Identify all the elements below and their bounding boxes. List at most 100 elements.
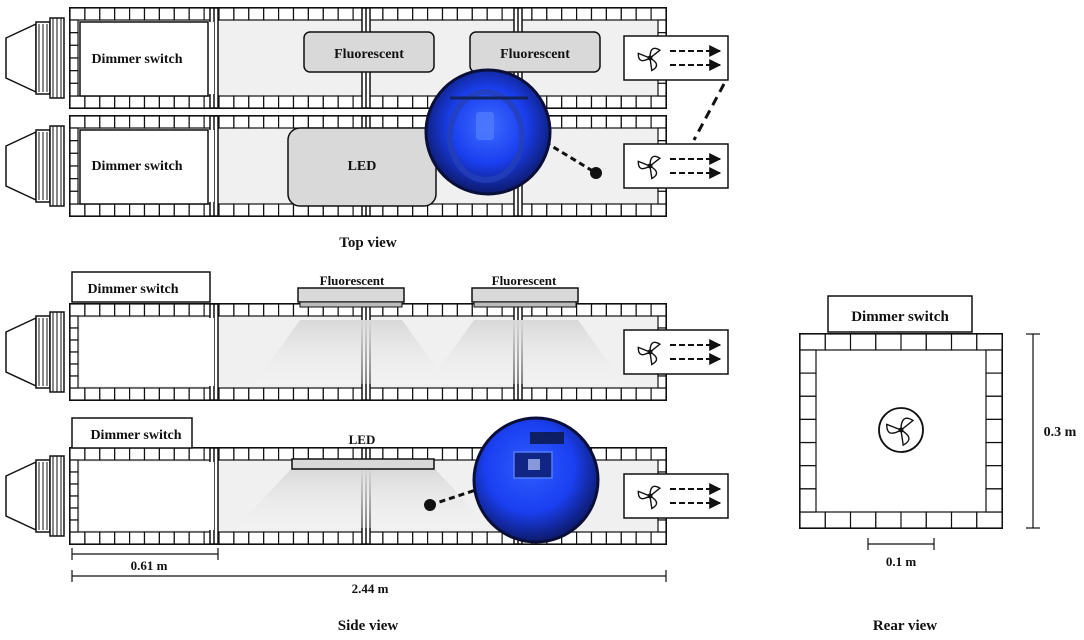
- light-cone: [254, 320, 448, 384]
- wall-block: [900, 333, 927, 351]
- inlet-nozzle-icon: [5, 17, 65, 99]
- wall-block: [84, 7, 101, 21]
- wall-block: [69, 190, 79, 205]
- wall-block: [218, 7, 235, 21]
- wall-block: [173, 387, 190, 401]
- fluorescent-lamp: [471, 287, 579, 303]
- wall-block: [99, 447, 116, 461]
- wall-block: [650, 7, 667, 21]
- wall-block: [69, 351, 79, 365]
- wall-block: [657, 375, 667, 389]
- wall-block: [900, 511, 927, 529]
- top-led-label: LED: [348, 159, 377, 174]
- wall-block: [129, 95, 146, 109]
- wall-block: [337, 115, 354, 129]
- wall-block: [799, 395, 817, 420]
- side-view-caption: Side view: [338, 618, 399, 634]
- wall-block: [486, 531, 503, 545]
- wall-block: [650, 303, 667, 317]
- wall-block: [849, 333, 877, 351]
- wall-block: [441, 303, 458, 317]
- wall-block: [248, 303, 265, 317]
- wall-block: [263, 387, 280, 401]
- rear-view-caption: Rear view: [873, 618, 937, 634]
- wall-block: [575, 387, 593, 401]
- wall-block: [441, 203, 458, 217]
- wall-block: [69, 127, 79, 142]
- side-dimmer-box-2: [71, 417, 193, 449]
- wall-block: [263, 303, 280, 317]
- dimension-label-rear-fan: 0.1 m: [886, 554, 917, 569]
- wall-block: [412, 95, 429, 109]
- wall-block: [590, 7, 607, 21]
- wall-block: [248, 447, 265, 461]
- wall-block: [248, 531, 265, 545]
- wall-block: [605, 303, 622, 317]
- wall-block: [925, 333, 953, 351]
- wall-block: [976, 511, 1003, 529]
- wall-block: [605, 203, 622, 217]
- wall-block: [985, 442, 1003, 467]
- wall-block: [248, 203, 265, 217]
- wall-block: [824, 333, 852, 351]
- side-inset-photo: [472, 416, 600, 544]
- wall-block: [605, 387, 622, 401]
- top-fan-link-line: [692, 83, 726, 141]
- wall-block: [575, 303, 593, 317]
- wall-block: [84, 531, 101, 545]
- dimension-label-section: 0.61 m: [131, 558, 168, 573]
- wall-block: [158, 531, 175, 545]
- wall-block: [985, 349, 1003, 374]
- wall-block: [546, 95, 563, 109]
- wall-block: [307, 387, 324, 401]
- wall-block: [69, 303, 86, 317]
- wall-block: [322, 387, 339, 401]
- side-view-led-chamber: [5, 447, 729, 545]
- wall-block: [143, 447, 160, 461]
- wall-block: [158, 447, 175, 461]
- rear-dimmer-label: Dimmer switch: [851, 309, 949, 325]
- wall-block: [397, 387, 414, 401]
- control-section: [80, 462, 214, 530]
- wall-block: [263, 531, 280, 545]
- wall-block: [114, 115, 131, 129]
- wall-block: [471, 203, 488, 217]
- wall-block: [69, 315, 79, 329]
- wall-block: [575, 95, 593, 109]
- wall-block: [531, 7, 548, 21]
- side-dimmer-box-1: [71, 271, 211, 303]
- wall-block: [546, 203, 563, 217]
- wall-block: [546, 387, 563, 401]
- wall-block: [575, 203, 593, 217]
- wall-block: [114, 303, 131, 317]
- wall-block: [590, 531, 607, 545]
- wall-block: [950, 333, 978, 351]
- wall-block: [799, 511, 826, 529]
- fan-icon: [637, 47, 662, 72]
- top-fluorescent-lamp-2: [469, 31, 601, 73]
- inlet-nozzle-icon: [5, 455, 65, 537]
- wall-block: [218, 95, 235, 109]
- wall-block: [605, 7, 622, 21]
- wall-block: [382, 7, 399, 21]
- wall-block: [143, 203, 160, 217]
- wall-block: [307, 115, 324, 129]
- wall-block: [441, 531, 458, 545]
- wall-block: [218, 531, 235, 545]
- wall-block: [650, 387, 667, 401]
- wall-block: [382, 115, 399, 129]
- wall-block: [657, 127, 667, 142]
- wall-block: [263, 95, 280, 109]
- wall-block: [233, 115, 250, 129]
- wall-block: [950, 511, 978, 529]
- side-inset-lamp: [530, 432, 564, 444]
- wall-block: [129, 447, 146, 461]
- wall-block: [590, 203, 607, 217]
- wall-block: [69, 115, 86, 129]
- wall-block: [99, 203, 116, 217]
- wall-block: [84, 387, 101, 401]
- wall-block: [278, 95, 295, 109]
- wall-block: [412, 531, 429, 545]
- wall-block: [69, 459, 79, 473]
- wall-block: [650, 531, 667, 545]
